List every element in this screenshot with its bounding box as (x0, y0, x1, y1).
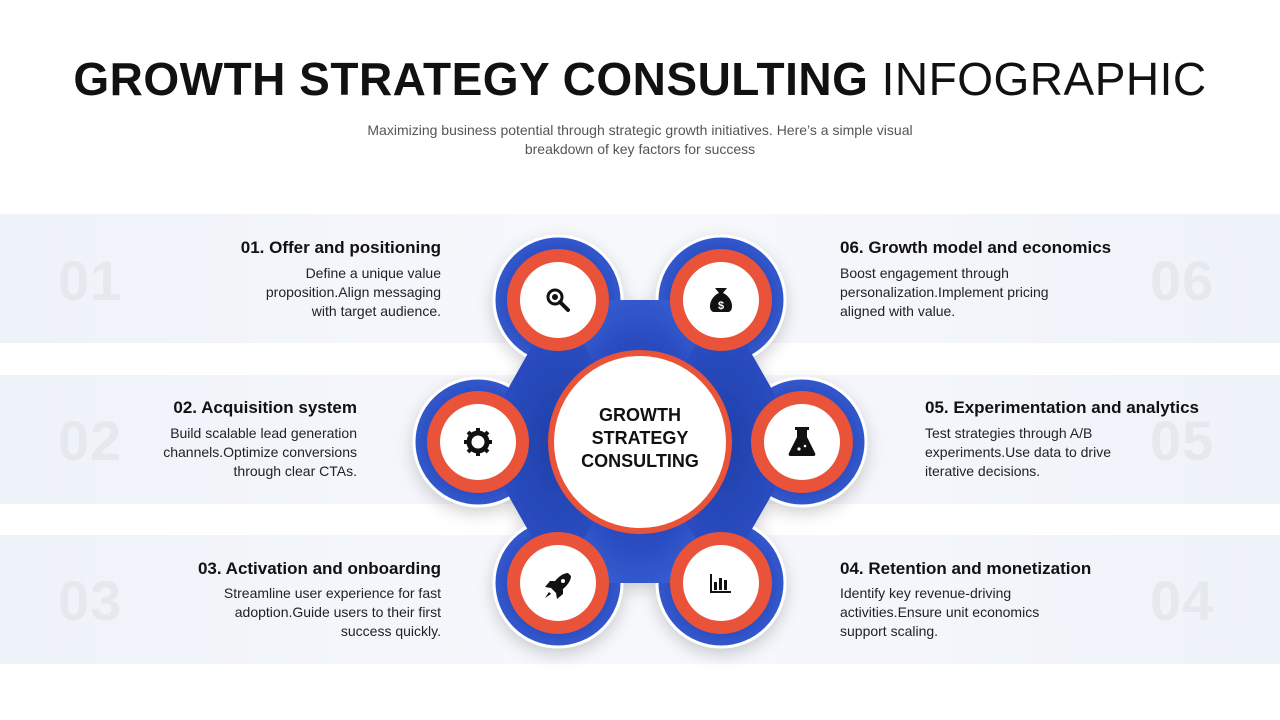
page-title: GROWTH STRATEGY CONSULTING INFOGRAPHIC (0, 52, 1280, 106)
item-03-desc-line-1: Streamline user experience for fast (223, 585, 441, 601)
item-01-desc-line-2: proposition.Align messaging (265, 284, 441, 300)
item-04-desc: Identify key revenue-driving activities.… (840, 584, 1120, 641)
item-02-desc: Build scalable lead generation channels.… (97, 424, 357, 481)
subtitle-line-1: Maximizing business potential through st… (367, 122, 913, 138)
subtitle-line-2: breakdown of key factors for success (524, 141, 756, 157)
item-04-desc-line-2: activities.Ensure unit economics (840, 604, 1040, 620)
item-04-desc-line-3: support scaling. (840, 623, 939, 639)
gear-icon (464, 428, 492, 456)
watermark-number-02: 02 (58, 409, 123, 472)
center-label: GROWTH STRATEGY CONSULTING (560, 404, 720, 473)
item-05-title: 05. Experimentation and analytics (925, 398, 1199, 417)
svg-text:$: $ (718, 300, 724, 312)
watermark-number-05: 05 (1150, 409, 1215, 472)
center-label-line-3: CONSULTING (581, 451, 699, 471)
item-01-title: 01. Offer and positioning (240, 238, 441, 257)
watermark-number-03: 03 (58, 569, 123, 632)
watermark-number-04: 04 (1150, 569, 1215, 632)
item-06-desc-line-1: Boost engagement through (840, 265, 1009, 281)
item-02-desc-line-3: through clear CTAs. (233, 463, 357, 479)
item-06-desc-line-3: aligned with value. (840, 303, 956, 319)
rocket-icon (545, 573, 571, 599)
item-04-desc-line-1: Identify key revenue-driving (840, 585, 1012, 601)
item-06-title: 06. Growth model and economics (840, 238, 1112, 257)
item-02-desc-line-1: Build scalable lead generation (170, 425, 357, 441)
watermark-number-06: 06 (1150, 249, 1215, 312)
item-01-desc-line-3: with target audience. (311, 303, 441, 319)
item-04-title: 04. Retention and monetization (840, 559, 1092, 578)
flask-icon (788, 427, 816, 456)
watermark-number-01: 01 (58, 249, 123, 312)
item-05-desc-line-3: iterative decisions. (925, 463, 1041, 479)
item-01-desc-line-1: Define a unique value (305, 265, 441, 281)
money-bag-icon: $ (709, 288, 733, 312)
item-03-desc: Streamline user experience for fast adop… (161, 584, 441, 641)
item-05-desc-line-1: Test strategies through A/B (925, 425, 1093, 441)
magnifier-icon (546, 288, 570, 312)
item-02-title: 02. Acquisition system (173, 398, 357, 417)
subtitle: Maximizing business potential through st… (330, 121, 950, 159)
title-light: INFOGRAPHIC (881, 53, 1207, 105)
title-bold: GROWTH STRATEGY CONSULTING (73, 53, 869, 105)
center-circle (554, 356, 726, 528)
item-05-desc: Test strategies through A/B experiments.… (925, 424, 1185, 481)
item-03-desc-line-2: adoption.Guide users to their first (234, 604, 441, 620)
item-05-desc-line-2: experiments.Use data to drive (925, 444, 1111, 460)
item-03-title: 03. Activation and onboarding (197, 559, 441, 578)
item-02-desc-line-2: channels.Optimize conversions (163, 444, 357, 460)
node-01 (507, 249, 609, 351)
node-02 (427, 391, 529, 493)
item-01-desc: Define a unique value proposition.Align … (181, 264, 441, 321)
item-03-desc-line-3: success quickly. (340, 623, 441, 639)
item-06-desc: Boost engagement through personalization… (840, 264, 1120, 321)
bar-chart-icon (710, 574, 731, 593)
center-label-line-2: STRATEGY (591, 428, 689, 448)
item-06-desc-line-2: personalization.Implement pricing (840, 284, 1049, 300)
center-label-line-1: GROWTH (599, 405, 681, 425)
